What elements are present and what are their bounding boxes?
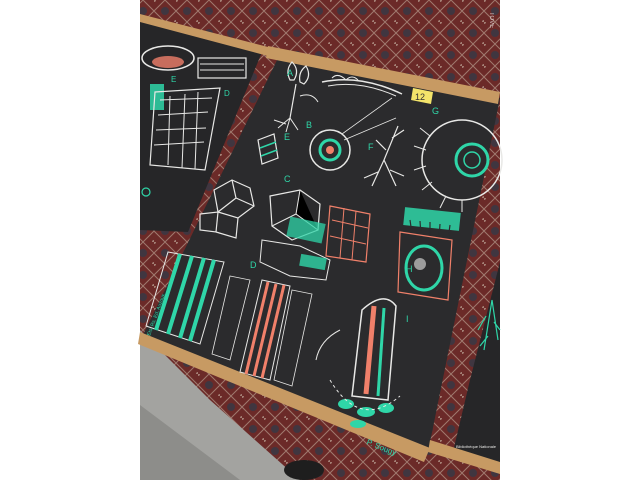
poster-main: 12 A B E bbox=[138, 46, 503, 462]
label-c: C bbox=[284, 174, 291, 184]
label-d: D bbox=[250, 260, 257, 270]
figure-e bbox=[257, 133, 279, 165]
label-i: I bbox=[406, 314, 409, 324]
label-a: A bbox=[287, 68, 293, 78]
figure-arc bbox=[321, 78, 403, 95]
label-b: B bbox=[306, 120, 312, 130]
poster-left: E D bbox=[140, 14, 272, 232]
figure-f bbox=[363, 125, 405, 187]
floor-shadow bbox=[140, 405, 240, 480]
tag-number: 12 bbox=[415, 92, 425, 102]
bottom-rod bbox=[138, 332, 430, 462]
watermark: TOVE bbox=[488, 12, 494, 28]
figure-a bbox=[273, 61, 319, 133]
figure-b bbox=[309, 97, 397, 171]
svg-text:D: D bbox=[224, 89, 230, 98]
top-rod bbox=[266, 46, 500, 104]
poster-right: Bibliothèque Nationale bbox=[428, 262, 501, 474]
figure-i bbox=[315, 298, 401, 428]
label-h: H bbox=[406, 264, 413, 274]
tag bbox=[411, 88, 433, 104]
figure-h bbox=[397, 207, 461, 301]
figure-g bbox=[413, 119, 503, 212]
label-f: F bbox=[368, 142, 374, 152]
svg-text:E: E bbox=[171, 75, 176, 84]
poster-right-caption: Bibliothèque Nationale bbox=[456, 444, 497, 449]
figure-d bbox=[145, 251, 313, 387]
label-e: E bbox=[284, 132, 290, 142]
figure-c bbox=[199, 179, 371, 281]
dark-object bbox=[284, 460, 324, 480]
label-g: G bbox=[432, 106, 439, 116]
